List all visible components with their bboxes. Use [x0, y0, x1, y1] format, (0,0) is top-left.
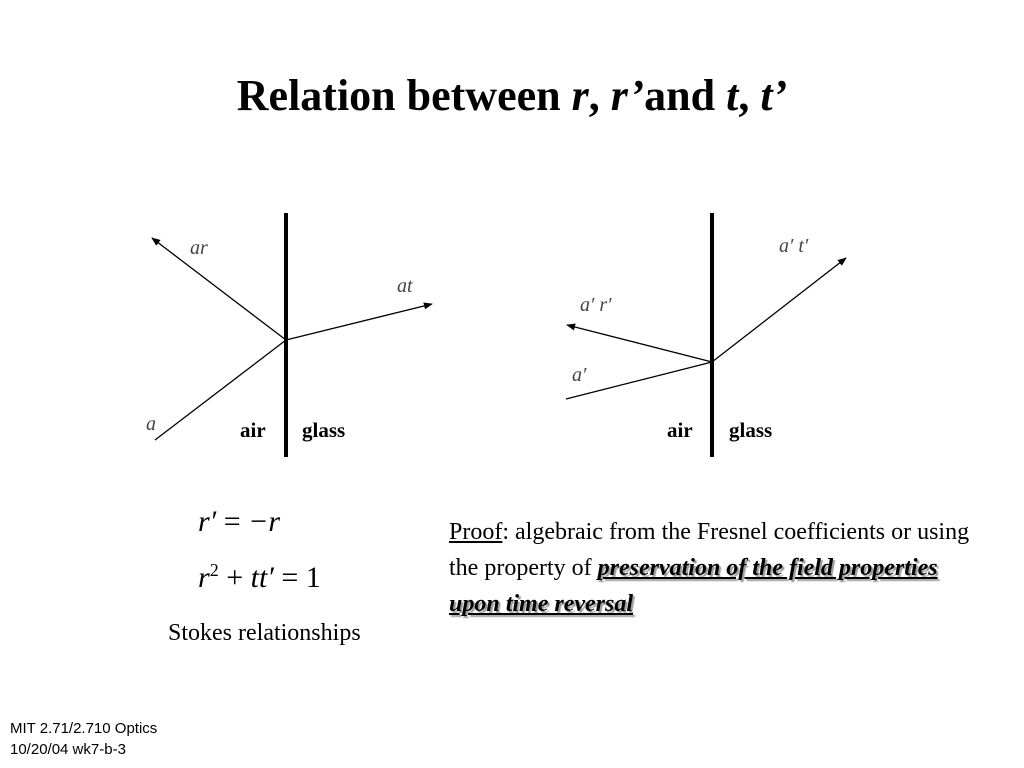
proof-paragraph: Proof: algebraic from the Fresnel coeffi…: [449, 514, 989, 622]
proof-emphasis: preservation of the field properties upo…: [449, 555, 938, 617]
title-comma-2: ,: [738, 71, 761, 120]
footer-course: MIT 2.71/2.710 Optics: [10, 720, 158, 737]
label-a-prime-r-prime: a′ r′: [580, 294, 612, 316]
left-transmitted-ray: [285, 302, 433, 341]
right-glass-label: glass: [729, 418, 773, 442]
footer-date: 10/20/04 wk7-b-3: [10, 741, 126, 758]
slide-title: Relation between r, r’and t, t’: [0, 70, 1024, 121]
right-reflected-ray: [566, 323, 713, 363]
title-comma-1: ,: [588, 71, 611, 120]
left-glass-label: glass: [302, 418, 346, 442]
title-r: r: [571, 71, 589, 120]
right-transmitted-ray: [711, 257, 847, 363]
title-t: t: [726, 71, 739, 120]
title-t-prime: t’: [760, 71, 788, 120]
left-air-label: air: [240, 418, 266, 442]
label-at: at: [397, 275, 413, 297]
label-a-prime-t-prime: a′ t′: [779, 235, 809, 257]
title-r-prime: r’: [610, 71, 645, 120]
eq2-tt-prime: tt′: [250, 561, 274, 594]
eq1-equals: =: [216, 505, 249, 538]
left-reflected-ray: [151, 237, 287, 341]
right-incident-ray: [565, 361, 713, 400]
stokes-caption: Stokes relationships: [168, 620, 361, 646]
title-and: and: [644, 71, 727, 120]
label-ar: ar: [190, 237, 208, 259]
proof-word: Proof: [449, 519, 503, 545]
eq2-one: 1: [305, 561, 321, 594]
label-a: a: [146, 413, 156, 435]
equation-r-prime: r′ = −r: [198, 505, 280, 539]
eq1-lhs: r′: [198, 505, 217, 538]
eq2-r: r: [198, 561, 210, 594]
proof-text: : algebraic from the Fresnel coefficient…: [449, 519, 970, 581]
left-incident-ray: [154, 339, 287, 441]
label-a-prime: a′: [572, 364, 587, 386]
slide-footer: MIT 2.71/2.710 Optics 10/20/04 wk7-b-3: [10, 718, 157, 760]
eq2-exponent: 2: [209, 560, 219, 580]
title-prefix: Relation between: [236, 71, 572, 120]
eq1-rhs: −r: [248, 505, 281, 538]
eq2-equals: =: [273, 561, 306, 594]
equation-stokes-sum: r2 + tt′ = 1: [198, 560, 321, 595]
right-air-label: air: [667, 418, 693, 442]
eq2-plus: +: [218, 561, 251, 594]
